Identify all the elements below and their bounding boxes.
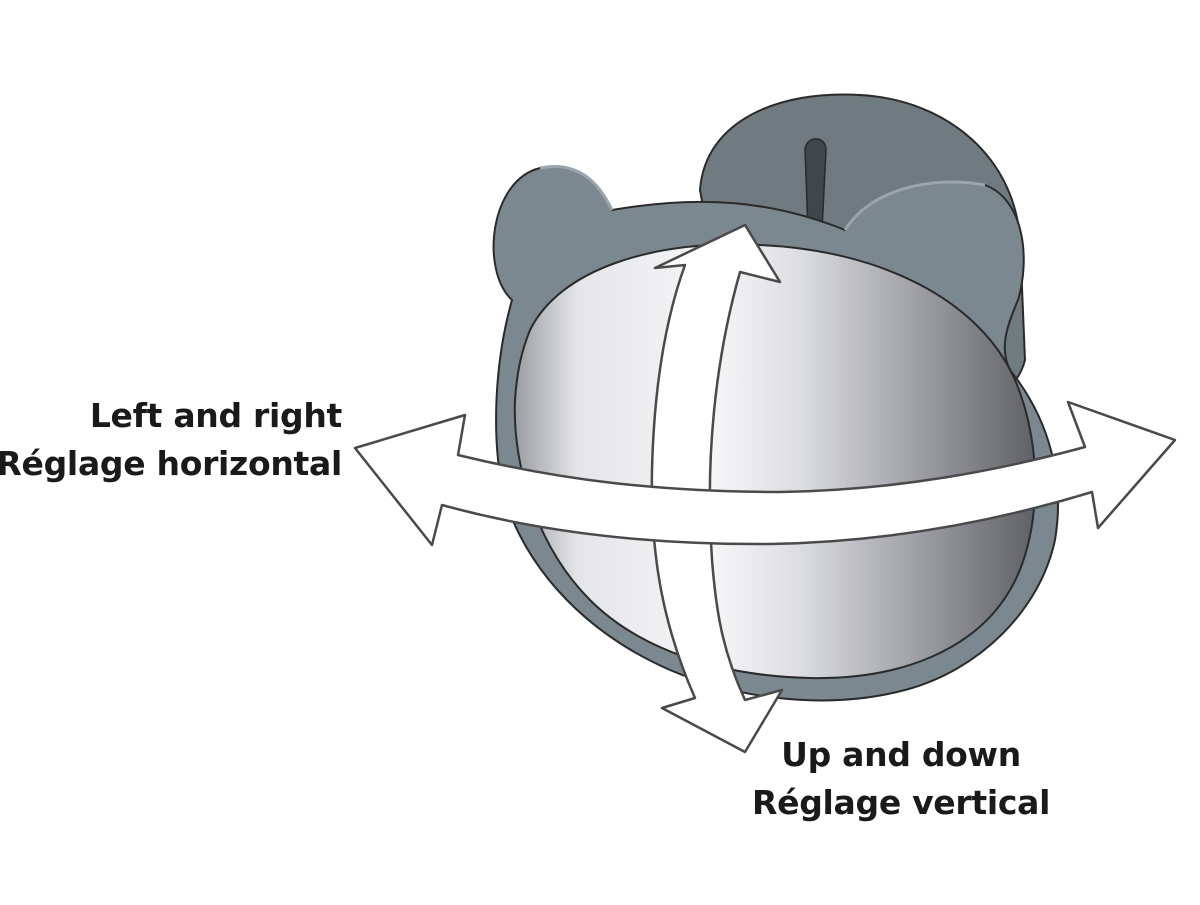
horizontal-label-fr: Réglage horizontal [0, 444, 342, 483]
horizontal-arrow-icon [353, 400, 1177, 547]
horizontal-adjust-label: Left and right Réglage horizontal [0, 392, 342, 488]
vertical-adjust-label: Up and down Réglage vertical [752, 731, 1050, 827]
vertical-arrow-icon [650, 223, 784, 754]
horizontal-label-en: Left and right [89, 396, 342, 435]
vertical-label-en: Up and down [781, 735, 1021, 774]
vertical-label-fr: Réglage vertical [752, 783, 1051, 822]
